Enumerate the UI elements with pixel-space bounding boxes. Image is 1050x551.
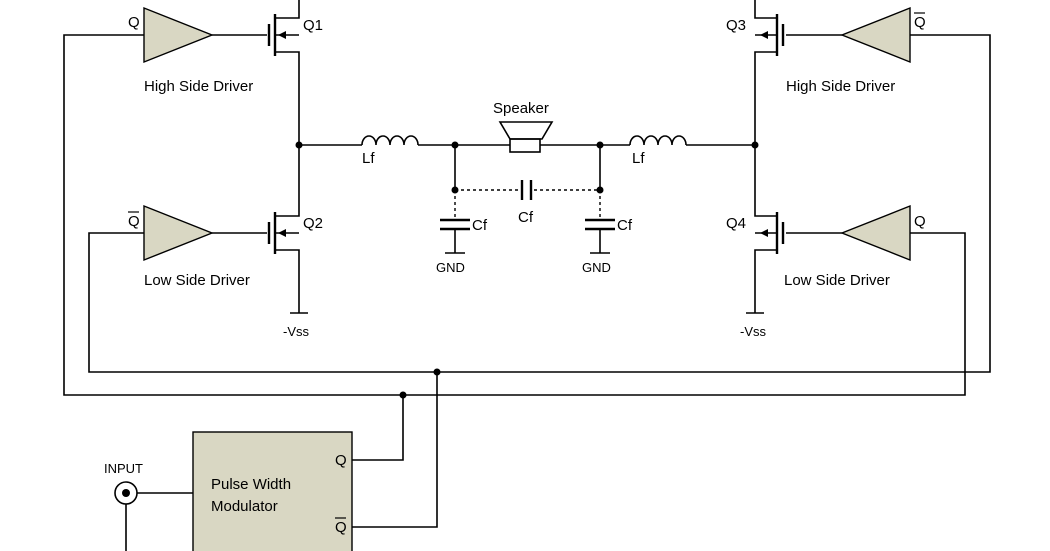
gnd-left-label: GND	[436, 260, 465, 275]
transistor-q2-label: Q2	[303, 215, 323, 232]
high-side-driver-right: Q High Side Driver	[786, 6, 926, 95]
control-wiring	[63, 34, 991, 528]
output-filter: Lf Speaker Lf Cf	[295, 100, 759, 275]
pwm-output-qbar-label: Q	[335, 519, 347, 536]
capacitor-mid: Cf	[518, 180, 534, 226]
vss-right-label: -Vss	[740, 324, 767, 339]
inductor-left	[361, 135, 419, 146]
driver-input-label: Q	[128, 14, 140, 31]
transistor-q4-label: Q4	[726, 215, 746, 232]
transistor-q1-label: Q1	[303, 17, 323, 34]
transistor-q2: Q2 -Vss	[267, 145, 323, 339]
gnd-right-label: GND	[582, 260, 611, 275]
driver-input-label: Q	[128, 213, 140, 230]
speaker-icon	[509, 138, 541, 153]
capacitor-left: Cf GND	[436, 217, 488, 275]
driver-input-label: Q	[914, 213, 926, 230]
high-side-driver-right-label: High Side Driver	[786, 78, 895, 95]
capacitor-left-label: Cf	[472, 217, 488, 234]
low-side-driver-right-label: Low Side Driver	[784, 272, 890, 289]
low-side-driver-left-label: Low Side Driver	[144, 272, 250, 289]
pwm-label-line1: Pulse Width	[211, 476, 291, 493]
low-side-driver-right: Q Low Side Driver	[784, 204, 926, 289]
transistor-q4: Q4 -Vss	[726, 145, 785, 339]
pwm-output-q-label: Q	[335, 452, 347, 469]
inductor-left-label: Lf	[362, 150, 375, 167]
transistor-q1: Q1	[267, 0, 323, 145]
pwm-label-line2: Modulator	[211, 498, 278, 515]
transistor-q3-label: Q3	[726, 17, 746, 34]
driver-input-label: Q	[914, 14, 926, 31]
transistor-q3: Q3	[726, 0, 785, 145]
capacitor-right-label: Cf	[617, 217, 633, 234]
input-connector: INPUT	[104, 461, 193, 551]
vss-left-label: -Vss	[283, 324, 310, 339]
low-side-driver-left: Q Low Side Driver	[128, 204, 267, 289]
pulse-width-modulator: Pulse Width Modulator Q Q	[192, 431, 353, 551]
capacitor-mid-label: Cf	[518, 209, 534, 226]
capacitor-right: Cf GND	[582, 217, 633, 275]
high-side-driver-left-label: High Side Driver	[144, 78, 253, 95]
inductor-right	[629, 135, 687, 146]
input-label: INPUT	[104, 461, 143, 476]
inductor-right-label: Lf	[632, 150, 645, 167]
high-side-driver-left: Q High Side Driver	[128, 6, 267, 95]
speaker-label: Speaker	[493, 100, 549, 117]
